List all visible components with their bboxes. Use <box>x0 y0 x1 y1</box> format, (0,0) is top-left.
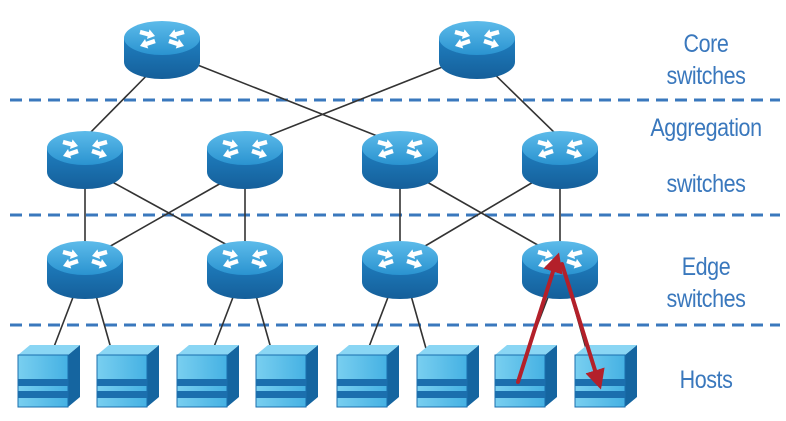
aggregation-switch <box>47 131 123 189</box>
label-edge-switches: Edge switches <box>666 253 746 313</box>
label-aggregation-line2: switches <box>666 170 746 198</box>
switches <box>47 21 598 299</box>
edge-switch <box>207 241 283 299</box>
host-icon <box>176 345 239 408</box>
router-icon <box>537 139 583 159</box>
arrow-icon <box>560 262 605 390</box>
core-switch <box>124 21 200 79</box>
host-icon <box>574 345 637 408</box>
router-icon <box>62 249 108 269</box>
arrow-icon <box>516 252 563 384</box>
core-switch <box>439 21 515 79</box>
router-icon <box>222 139 268 159</box>
host-icon <box>17 345 80 408</box>
hosts <box>17 345 637 408</box>
edge-switch <box>522 241 598 299</box>
router-icon <box>377 249 423 269</box>
router-icon <box>139 29 185 49</box>
tier-dividers <box>10 98 780 327</box>
edge-switch <box>47 241 123 299</box>
aggregation-switch <box>522 131 598 189</box>
router-icon <box>377 139 423 159</box>
label-hosts: Hosts <box>679 366 733 394</box>
links <box>51 59 588 353</box>
label-aggregation-line1: Aggregation <box>650 114 762 142</box>
host-icon <box>96 345 159 408</box>
router-icon <box>62 139 108 159</box>
label-core-switches: Core switches <box>666 30 746 90</box>
host-icon <box>336 345 399 408</box>
host-icon <box>255 345 318 408</box>
edge-switch <box>362 241 438 299</box>
aggregation-switch <box>207 131 283 189</box>
router-icon <box>222 249 268 269</box>
aggregation-switch <box>362 131 438 189</box>
traffic-arrows <box>516 252 605 390</box>
host-icon <box>416 345 479 408</box>
router-icon <box>454 29 500 49</box>
